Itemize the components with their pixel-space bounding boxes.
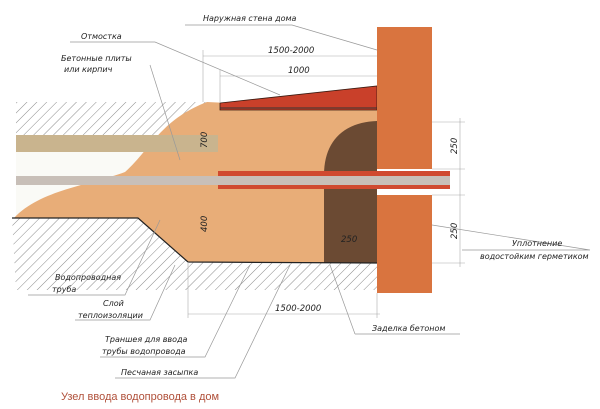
label-seal-line1: Уплотнение <box>512 239 562 248</box>
dim-bottom: 1500-2000 <box>275 304 321 314</box>
outer-wall-lower <box>377 195 432 293</box>
label-slabs-line1: Бетонные плиты <box>61 54 132 63</box>
blind-area <box>219 85 378 111</box>
dim-top-inner: 1000 <box>288 66 310 76</box>
trench-outline <box>12 217 378 264</box>
ground-hatch-lower <box>12 218 377 290</box>
label-trench-line1: Траншея для ввода <box>105 335 188 344</box>
label-blind-area: Отмостка <box>81 32 122 41</box>
dim-concrete-width: 250 <box>341 235 357 245</box>
label-pipe-line1: Водопроводная <box>55 273 121 282</box>
diagram-title: Узел ввода водопровода в дом <box>61 391 219 403</box>
label-seal-line2: водостойким герметиком <box>480 252 589 261</box>
concrete-sealing <box>324 121 377 263</box>
dim-depth-lower: 400 <box>200 216 210 232</box>
insulation-layer <box>16 135 218 152</box>
dim-depth-upper: 700 <box>200 132 210 148</box>
label-concrete: Заделка бетоном <box>372 324 445 333</box>
dim-right-lower: 250 <box>450 223 460 239</box>
water-pipe <box>16 176 450 185</box>
label-pipe-line2: труба <box>52 285 76 294</box>
dim-right-upper: 250 <box>450 138 460 154</box>
label-insulation-line2: теплоизоляции <box>78 311 143 320</box>
label-sand: Песчаная засыпка <box>121 368 198 377</box>
label-trench-line2: трубы водопровода <box>102 347 186 356</box>
outer-wall-upper <box>377 27 432 169</box>
dim-top-outer: 1500-2000 <box>268 46 314 56</box>
label-outer-wall: Наружная стена дома <box>203 14 297 23</box>
label-slabs-line2: или кирпич <box>64 65 113 74</box>
label-insulation-line1: Слой <box>103 299 124 308</box>
